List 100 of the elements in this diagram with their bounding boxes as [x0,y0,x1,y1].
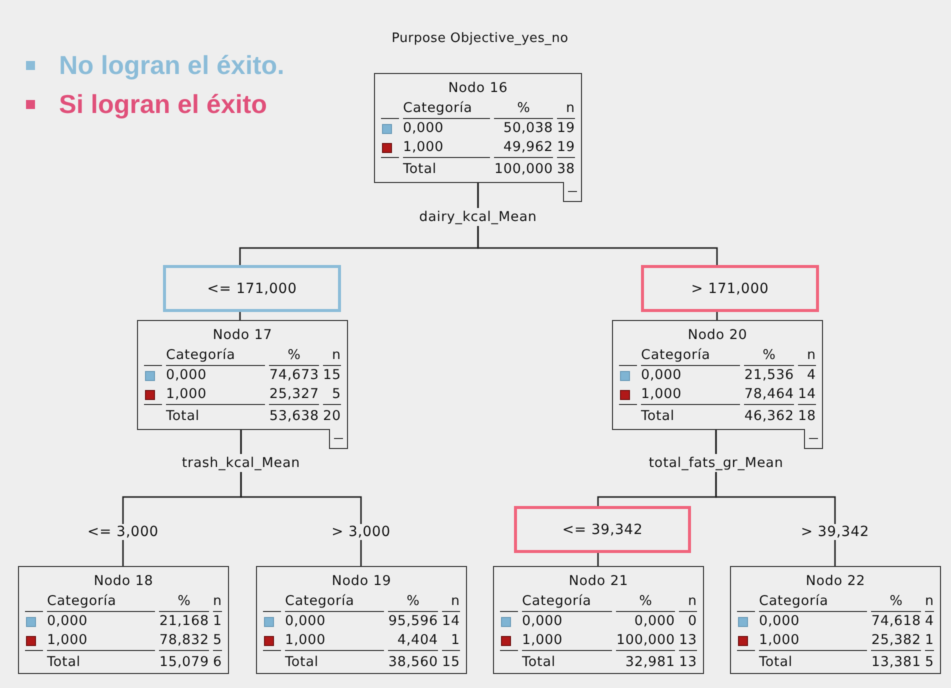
table-value: 13 [679,650,697,673]
table-header-text: n [557,99,575,119]
tree-node-box [137,320,348,430]
table-value: Total [47,650,156,673]
table-value: 4 [806,366,816,385]
table-value: 1,000 [641,385,683,404]
node-title: Nodo 21 [568,572,630,591]
table-value: 78,464 [744,385,794,404]
table-value: 21,168 [159,612,209,631]
table-value: 78,832 [159,631,209,650]
table-value: Total [759,650,868,673]
table-value: 19 [557,138,575,157]
table-value: 13 [679,631,697,650]
table-value: 0,000 [641,366,683,385]
table-value: 13,381 [871,650,921,673]
table-value: 21,536 [744,366,794,385]
table-value: 74,673 [269,366,320,385]
table-header-text: % [744,346,794,366]
table-header-text: % [871,592,921,612]
table-value: 49,962 [502,138,554,157]
table-value: 15 [323,366,341,385]
table-header-text: % [388,592,438,612]
table-header-text: % [269,346,320,366]
table-value: 1 [213,612,222,631]
node-title: Nodo 20 [686,326,748,345]
table-value: 6 [213,650,222,673]
table-value: 4 [925,612,934,631]
table-value: 95,596 [388,612,438,631]
table-value: 1,000 [759,631,801,650]
edge-label: > 39,342 [800,524,870,540]
table-value: 32,981 [616,650,676,673]
tree-node-box [374,73,582,183]
tree-branch-line [716,312,718,320]
table-value: 0,000 [759,612,801,631]
edge-label: > 3,000 [330,524,392,540]
table-value: 5 [331,385,341,404]
table-header-text: n [442,592,460,612]
table-value: Total [285,650,384,673]
edge-label: <= 3,000 [86,524,160,540]
table-value: 1 [450,631,460,650]
table-value: 5 [213,631,222,650]
table-header-text: % [616,592,676,612]
legend-text: No logran el éxito. [59,50,284,81]
table-value: 100,000 [616,631,676,650]
node-title: Nodo 16 [447,79,509,98]
table-value: 53,638 [269,404,320,427]
tree-branch-line [597,553,599,566]
table-header-text: % [494,99,554,119]
table-value: 1,000 [47,631,89,650]
table-value: 5 [925,650,934,673]
table-value: 38 [557,157,575,180]
table-header-text: n [213,592,222,612]
table-header-text: n [323,346,341,366]
split-condition-box: <= 171,000 [163,265,341,312]
tree-branch-line [477,183,718,265]
table-value: Total [641,404,740,427]
split-condition-box: <= 39,342 [514,506,691,553]
table-value: 1,000 [403,138,445,157]
tree-branch-line [239,312,241,320]
table-value: 0,000 [285,612,327,631]
node-title: Nodo 17 [212,326,274,345]
table-value: Total [166,404,266,427]
table-header-text: Categoría [166,346,266,366]
table-header-text: Categoría [403,99,490,119]
node-title: Nodo 22 [804,572,866,591]
tree-node-box [730,566,941,674]
table-value: 18 [798,404,816,427]
table-value: 1,000 [522,631,564,650]
table-value: 74,618 [871,612,921,631]
tree-node-box [18,566,229,674]
table-value: 1,000 [285,631,327,650]
tree-node-box [612,320,823,430]
table-value: 4,404 [396,631,438,650]
tree-node-box [256,566,467,674]
table-value: 50,038 [502,119,554,138]
table-value: 15 [442,650,460,673]
table-value: 0,000 [166,366,208,385]
table-value: 0,000 [633,612,676,631]
table-value: 25,327 [269,385,320,404]
table-header-text: n [925,592,934,612]
table-header-text: Categoría [641,346,740,366]
table-header-text: n [798,346,816,366]
table-header-text: % [159,592,209,612]
split-condition-box: > 171,000 [641,265,819,312]
table-value: 0,000 [522,612,564,631]
table-value: 1,000 [166,385,208,404]
table-value: 14 [798,385,816,404]
table-value: 100,000 [494,157,554,180]
table-header-text: Categoría [522,592,612,612]
table-value: 15,079 [159,650,209,673]
table-value: 46,362 [744,404,794,427]
table-value: 19 [557,119,575,138]
table-header-text: n [679,592,697,612]
tree-node-box [493,566,704,674]
table-value: 0,000 [47,612,89,631]
table-value: 1 [925,631,934,650]
table-header-text: Categoría [47,592,156,612]
table-value: 25,382 [871,631,921,650]
table-value: Total [403,157,490,180]
table-value: 20 [323,404,341,427]
